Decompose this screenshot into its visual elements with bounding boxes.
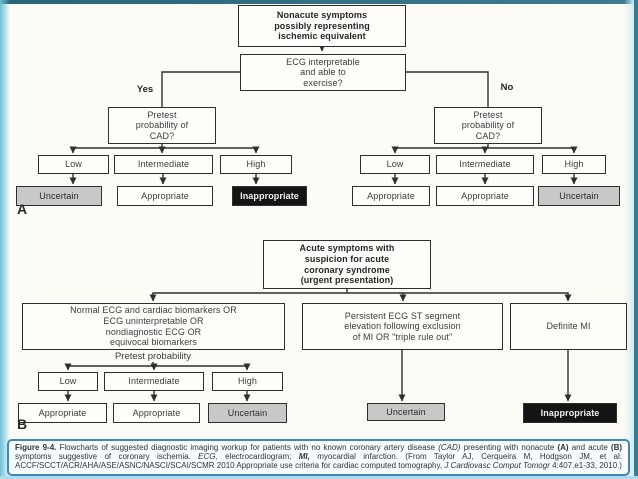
panel-b-outcome-inappropriate: Inappropriate xyxy=(523,403,617,423)
panel-b-outcome-appropriate: Appropriate xyxy=(18,403,107,423)
panel-b-letter: B xyxy=(17,416,28,432)
panel-b-low-box: Low xyxy=(38,372,98,391)
panel-b-outcome-uncertain-2: Uncertain xyxy=(367,403,445,421)
panel-b-definite-mi-box: Definite MI xyxy=(510,303,627,350)
panel-a-no-low-box: Low xyxy=(360,155,430,174)
bottom-border-strip xyxy=(0,476,638,479)
panel-a-outcome-appropriate: Appropriate xyxy=(117,186,213,206)
panel-b-intermediate-box: Intermediate xyxy=(104,372,204,391)
panel-a-pretest-box-yes: Pretest probability of CAD? xyxy=(108,107,216,144)
panel-a-yes-intermediate-box: Intermediate xyxy=(114,155,213,174)
panel-a-yes-label: Yes xyxy=(136,84,154,95)
panel-b-normal-ecg-box: Normal ECG and cardiac biomarkers OR ECG… xyxy=(22,303,285,350)
panel-a-yes-high-box: High xyxy=(220,155,292,174)
panel-a-outcome-appropriate-2: Appropriate xyxy=(352,186,430,206)
panel-b-pretest-probability-label: Pretest probability xyxy=(114,351,192,362)
panel-a-outcome-uncertain-2: Uncertain xyxy=(538,186,620,206)
panel-a-no-label: No xyxy=(500,82,514,93)
panel-a-ecg-decision-box: ECG interpretable and able to exercise? xyxy=(240,54,406,91)
panel-b-outcome-appropriate-2: Appropriate xyxy=(113,403,200,423)
panel-a-no-intermediate-box: Intermediate xyxy=(436,155,534,174)
panel-a-yes-low-box: Low xyxy=(38,155,109,174)
left-border-strip xyxy=(0,0,10,479)
panel-b-st-elevation-box: Persistent ECG ST segment elevation foll… xyxy=(302,303,503,350)
panel-b-outcome-uncertain: Uncertain xyxy=(208,403,287,423)
top-border-strip xyxy=(0,0,638,4)
panel-b-start-box: Acute symptoms with suspicion for acute … xyxy=(263,240,431,289)
panel-b-high-box: High xyxy=(212,372,283,391)
panel-a-pretest-box-no: Pretest probability of CAD? xyxy=(434,107,542,144)
right-border-strip xyxy=(634,0,638,479)
panel-a-outcome-appropriate-3: Appropriate xyxy=(436,186,534,206)
figure-caption: Figure 9-4. Flowcharts of suggested diag… xyxy=(7,439,630,476)
panel-a-letter: A xyxy=(17,201,28,217)
panel-a-start-box: Nonacute symptoms possibly representing … xyxy=(238,5,406,47)
panel-a-no-high-box: High xyxy=(542,155,606,174)
right-border-strip-inner xyxy=(624,0,634,479)
panel-a-outcome-uncertain: Uncertain xyxy=(16,186,102,206)
panel-a-outcome-inappropriate: Inappropriate xyxy=(232,186,307,206)
